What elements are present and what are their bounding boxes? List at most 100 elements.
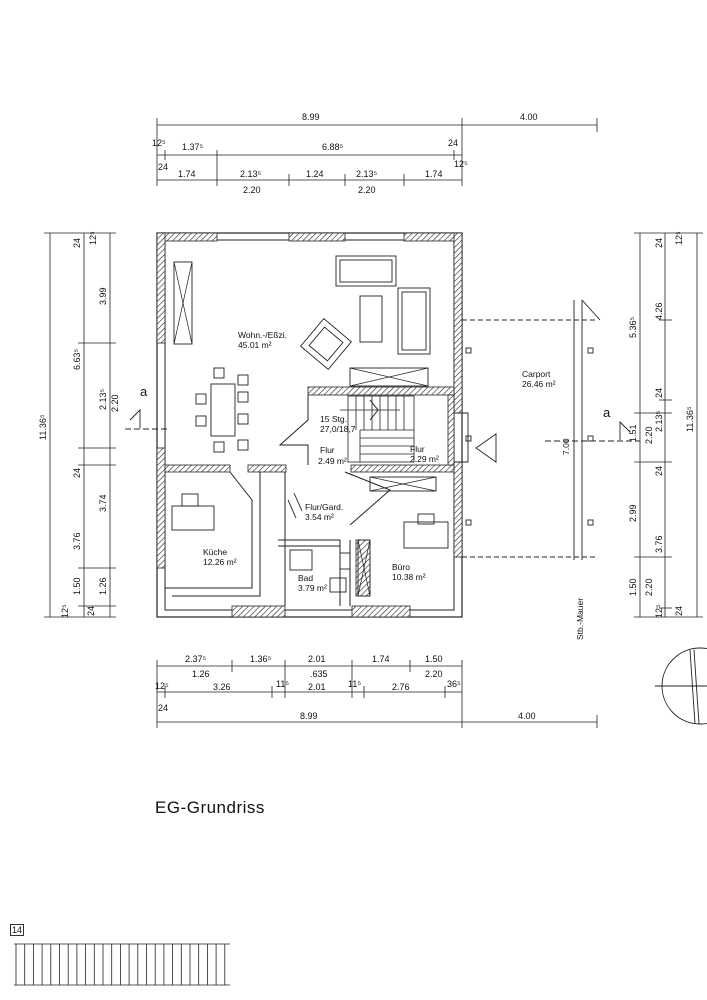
dim-bot-r1a: 2.37⁵ bbox=[185, 654, 207, 664]
room-wohn-area: 45.01 m² bbox=[238, 340, 272, 350]
dim-right-a8: 2.99 bbox=[628, 504, 638, 522]
dim-top-r4d: 2.13⁵ bbox=[356, 169, 378, 179]
dim-bot-r3c: 11⁵ bbox=[276, 679, 289, 689]
staircase bbox=[340, 395, 415, 463]
dim-left-mid-e: 24 bbox=[72, 468, 82, 478]
dim-bot-r3d: 2.01 bbox=[308, 682, 326, 692]
dim-top-r2a: 12⁵ bbox=[152, 138, 166, 148]
north-arrow-icon bbox=[655, 647, 707, 725]
dim-bot-total-carport: 4.00 bbox=[518, 711, 536, 721]
dim-right-top-b: 12⁵ bbox=[674, 231, 684, 245]
dim-left-mid-c: 2.13⁵ bbox=[98, 388, 108, 410]
dim-bot-r1e: 1.50 bbox=[425, 654, 443, 664]
dim-top-r2d: 24 bbox=[448, 138, 458, 148]
dim-bot-r2b: .635 bbox=[310, 669, 328, 679]
room-kueche-area: 12.26 m² bbox=[203, 557, 237, 567]
section-marks bbox=[125, 408, 640, 442]
dims-right: 11.36⁵ 24 12⁵ 5.36⁵ 4.26 24 1.51 2.13⁵ 2… bbox=[628, 231, 695, 618]
carport bbox=[454, 299, 601, 560]
room-flur1-name: Flur bbox=[320, 445, 335, 455]
dim-left-mid-g: 3.76 bbox=[72, 532, 82, 550]
dim-right-a3: 24 bbox=[654, 388, 664, 398]
dim-bot-r1d: 1.74 bbox=[372, 654, 390, 664]
dim-right-a5: 2.13⁵ bbox=[654, 410, 664, 432]
dim-right-a2: 4.26 bbox=[654, 302, 664, 320]
plan-title: EG-Grundriss bbox=[155, 798, 265, 817]
dim-left-mid-a: 3.99 bbox=[98, 287, 108, 305]
dim-top-r5b: 2.20 bbox=[358, 185, 376, 195]
dim-top-r5a: 2.20 bbox=[243, 185, 261, 195]
stair-ratio: 27,0/18,7 bbox=[320, 424, 356, 434]
dim-bot-r3e: 11⁵ bbox=[348, 679, 361, 689]
stb-mauer-label: Stb.-Mauer bbox=[575, 598, 585, 640]
dim-right-total: 11.36⁵ bbox=[685, 406, 695, 432]
dim-right-b4: 24 bbox=[674, 606, 684, 616]
section-mark-left: a bbox=[140, 384, 148, 399]
dim-left-mid-f: 3.74 bbox=[98, 494, 108, 512]
dim-top-r4e: 1.74 bbox=[425, 169, 443, 179]
dim-bot-r3g: 36⁵ bbox=[447, 679, 461, 689]
dim-right-a6: 2.20 bbox=[644, 426, 654, 444]
dim-right-b1: 1.50 bbox=[628, 578, 638, 596]
dim-left-outer-a: 24 bbox=[72, 238, 82, 248]
dim-bot-r1b: 1.36⁵ bbox=[250, 654, 272, 664]
room-kueche-name: Küche bbox=[203, 547, 227, 557]
dim-right-a7: 24 bbox=[654, 466, 664, 476]
dim-right-a9: 3.76 bbox=[654, 535, 664, 553]
dim-top-total-house: 8.99 bbox=[302, 112, 320, 122]
stair-steps: 15 Stg. bbox=[320, 414, 347, 424]
room-bad-area: 3.79 m² bbox=[298, 583, 327, 593]
furniture bbox=[171, 255, 449, 593]
dim-top-total-carport: 4.00 bbox=[520, 112, 538, 122]
dim-top-r3b: 12⁵ bbox=[454, 159, 468, 169]
dim-top-r2c: 6.88⁵ bbox=[322, 142, 344, 152]
carport-width: 7.00 bbox=[561, 438, 571, 455]
dim-left-mid-d: 2.20 bbox=[110, 394, 120, 412]
dim-left-low-c: 24 bbox=[86, 606, 96, 616]
page-number: 14 bbox=[10, 924, 25, 936]
room-flur2-name: Flur bbox=[410, 444, 425, 454]
room-garderobe-area: 3.54 m² bbox=[305, 512, 334, 522]
room-carport-name: Carport bbox=[522, 369, 551, 379]
dim-left-low-a: 1.50 bbox=[72, 577, 82, 595]
dim-left-total: 11.36⁵ bbox=[38, 414, 48, 440]
dim-top-r2b: 1.37⁵ bbox=[182, 142, 204, 152]
dim-right-a1: 5.36⁵ bbox=[628, 316, 638, 338]
dim-left-outer-b: 12⁵ bbox=[88, 231, 98, 245]
room-buero-area: 10.38 m² bbox=[392, 572, 426, 582]
title-block-strip bbox=[14, 943, 230, 986]
dim-bot-r3f: 2.76 bbox=[392, 682, 410, 692]
room-flur1-area: 2.49 m² bbox=[318, 456, 347, 466]
dim-bot-r2c: 2.20 bbox=[425, 669, 443, 679]
dim-right-b3: 12⁵ bbox=[654, 604, 664, 618]
room-labels: Wohn.-/Eßzi. 45.01 m² 15 Stg. 27,0/18,7 … bbox=[203, 330, 585, 640]
dim-top-r3a: 24 bbox=[158, 162, 168, 172]
dim-top-r4b: 2.13⁵ bbox=[240, 169, 262, 179]
dim-bot-total-house: 8.99 bbox=[300, 711, 318, 721]
dim-bot-r3b: 3.26 bbox=[213, 682, 231, 692]
dim-bot-r4a: 24 bbox=[158, 703, 168, 713]
dim-right-b2: 2.20 bbox=[644, 578, 654, 596]
dim-bot-r2a: 1.26 bbox=[192, 669, 210, 679]
dim-right-a4: 1.51 bbox=[628, 424, 638, 442]
room-wohn-name: Wohn.-/Eßzi. bbox=[238, 330, 287, 340]
dims-bottom: 2.37⁵ 1.36⁵ 2.01 1.74 1.50 1.26 .635 2.2… bbox=[155, 654, 536, 721]
room-carport-area: 26.46 m² bbox=[522, 379, 556, 389]
dim-bot-r1c: 2.01 bbox=[308, 654, 326, 664]
room-bad-name: Bad bbox=[298, 573, 313, 583]
dim-right-top-a: 24 bbox=[654, 238, 664, 248]
dim-left-low-b: 1.26 bbox=[98, 577, 108, 595]
room-garderobe-name: Flur/Gard. bbox=[305, 502, 343, 512]
section-mark-right: a bbox=[603, 405, 611, 420]
room-flur2-area: 2.29 m² bbox=[410, 454, 439, 464]
dim-top-r4a: 1.74 bbox=[178, 169, 196, 179]
dims-top: 8.99 4.00 12⁵ 1.37⁵ 6.88⁵ 24 24 12⁵ 1.74… bbox=[152, 112, 538, 195]
title-block-ticks bbox=[15, 944, 226, 985]
dim-bot-r3a: 12⁵ bbox=[155, 681, 169, 691]
dims-left: 11.36⁵ 24 12⁵ 3.99 6.63⁵ 2.13⁵ 2.20 24 3… bbox=[38, 231, 120, 618]
room-buero-name: Büro bbox=[392, 562, 410, 572]
dimension-lines bbox=[44, 118, 703, 728]
dim-top-r4c: 1.24 bbox=[306, 169, 324, 179]
dim-left-low-d: 12⁵ bbox=[60, 604, 70, 618]
